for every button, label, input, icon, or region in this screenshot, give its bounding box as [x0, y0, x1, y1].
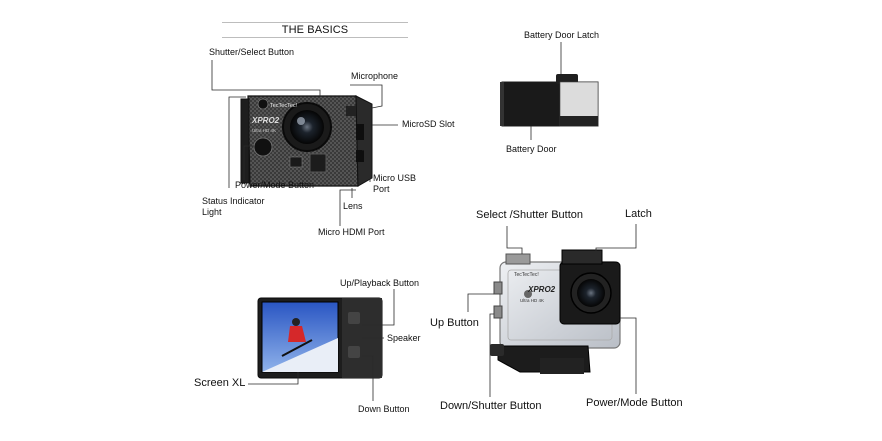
label-lens: Lens [343, 201, 363, 211]
label-status-indicator-1: Status Indicator [202, 196, 265, 206]
battery-camera [500, 74, 599, 127]
label-micro-usb-port-1: Micro USB [373, 173, 417, 183]
title-rule [222, 22, 408, 23]
label-down-button: Down Button [358, 404, 410, 414]
label-power-mode-button: Power/Mode Button [235, 180, 315, 190]
label-up-playback-button: Up/Playback Button [340, 278, 420, 288]
case-brand-text: TecTecTec! [514, 272, 539, 278]
case-badge-text: Ultra HD 4K [520, 298, 544, 303]
title-rule-bottom [222, 37, 408, 38]
case-model-text: XPRO2 [527, 285, 556, 294]
front-camera [240, 95, 373, 187]
label-shutter-select-button: Shutter/Select Button [209, 47, 295, 57]
front-badge-text: Ultra HD 4K [252, 128, 276, 133]
label-up-button: Up Button [430, 317, 479, 329]
battery-callout-lines [530, 42, 562, 140]
label-screen-xl: Screen XL [194, 377, 246, 389]
front-callout-lines [211, 60, 398, 226]
label-microsd-slot: MicroSD Slot [402, 119, 455, 129]
front-model-text: XPRO2 [251, 116, 280, 125]
label-power-mode-button-case: Power/Mode Button [586, 397, 683, 409]
label-battery-door-latch: Battery Door Latch [524, 30, 600, 40]
label-battery-door: Battery Door [506, 144, 557, 154]
label-latch: Latch [625, 208, 652, 220]
page-title: THE BASICS [281, 24, 349, 36]
label-speaker: Speaker [387, 333, 421, 343]
front-brand-text: TecTecTec! [270, 103, 298, 109]
case-camera [490, 249, 621, 374]
label-micro-hdmi-port: Micro HDMI Port [318, 227, 385, 237]
label-microphone: Microphone [351, 71, 399, 81]
case-callout-lines [467, 224, 637, 397]
label-micro-usb-port-2: Port [373, 184, 390, 194]
label-down-shutter-button: Down/Shutter Button [440, 400, 542, 412]
screen-callout-lines [248, 289, 395, 401]
label-status-indicator-2: Light [202, 207, 222, 217]
label-select-shutter-button: Select /Shutter Button [476, 209, 584, 221]
